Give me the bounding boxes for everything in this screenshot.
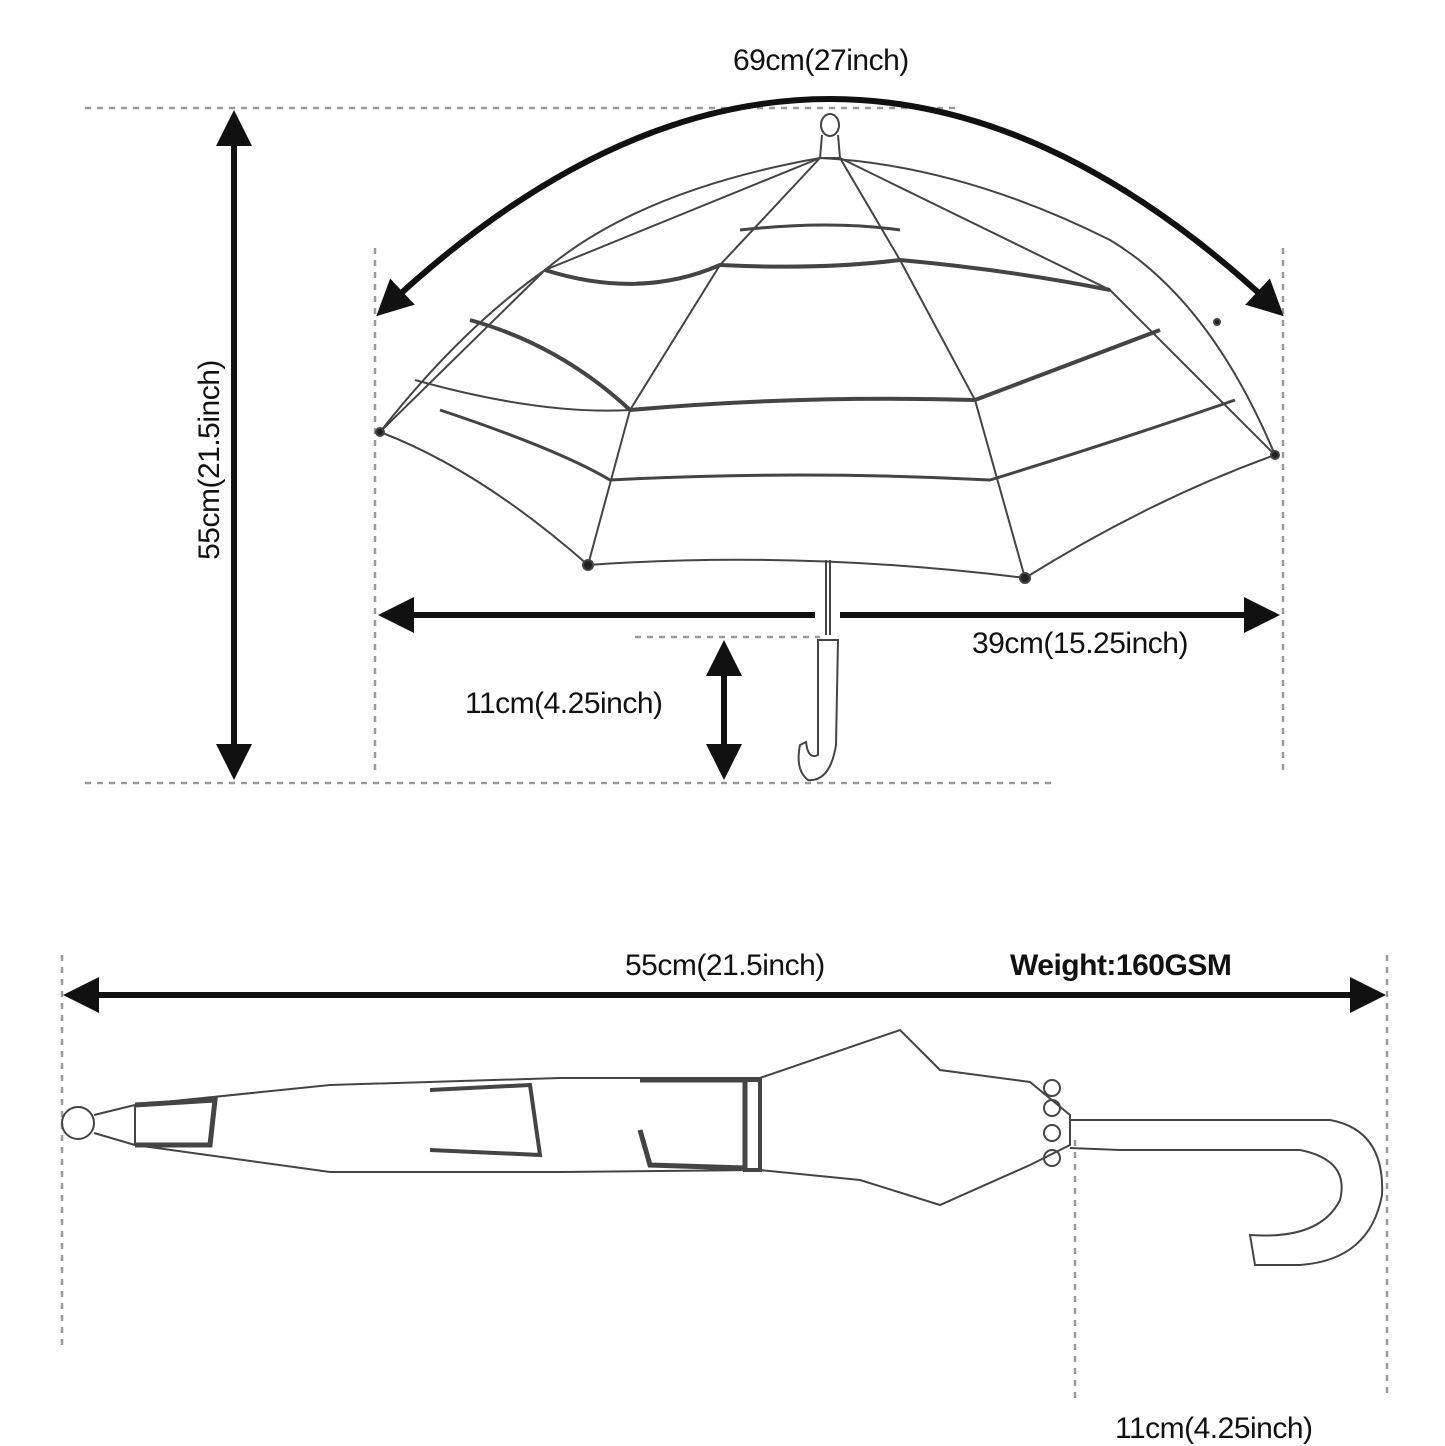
weight-label: Weight:160GSM [1010,949,1232,982]
length-label: 55cm(21.5inch) [625,949,825,982]
height-label: 55cm(21.5inch) [193,360,226,560]
diameter-label: 39cm(15.25inch) [972,627,1188,660]
closed-umbrella-sketch [61,1028,1384,1266]
arc-width-arrow [376,96,1284,317]
open-handle-label: 11cm(4.25inch) [465,687,663,720]
closed-handle-label: 11cm(4.25inch) [1115,1412,1313,1445]
open-umbrella-sketch [375,113,1280,782]
arc-width-label: 69cm(27inch) [733,44,909,77]
guide-lines [60,106,1389,1400]
